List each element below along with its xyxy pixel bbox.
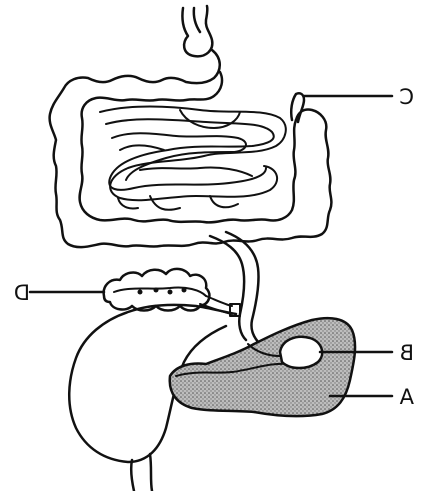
label-a: A — [399, 385, 414, 409]
liver — [104, 269, 240, 316]
small-intestine — [100, 107, 286, 210]
large-intestine — [50, 50, 332, 247]
label-c: C — [399, 85, 414, 109]
upper-tube — [182, 6, 212, 56]
label-d: D — [14, 281, 30, 305]
organ-a — [170, 318, 355, 416]
duodenum — [210, 232, 260, 344]
label-b: B — [400, 341, 414, 365]
